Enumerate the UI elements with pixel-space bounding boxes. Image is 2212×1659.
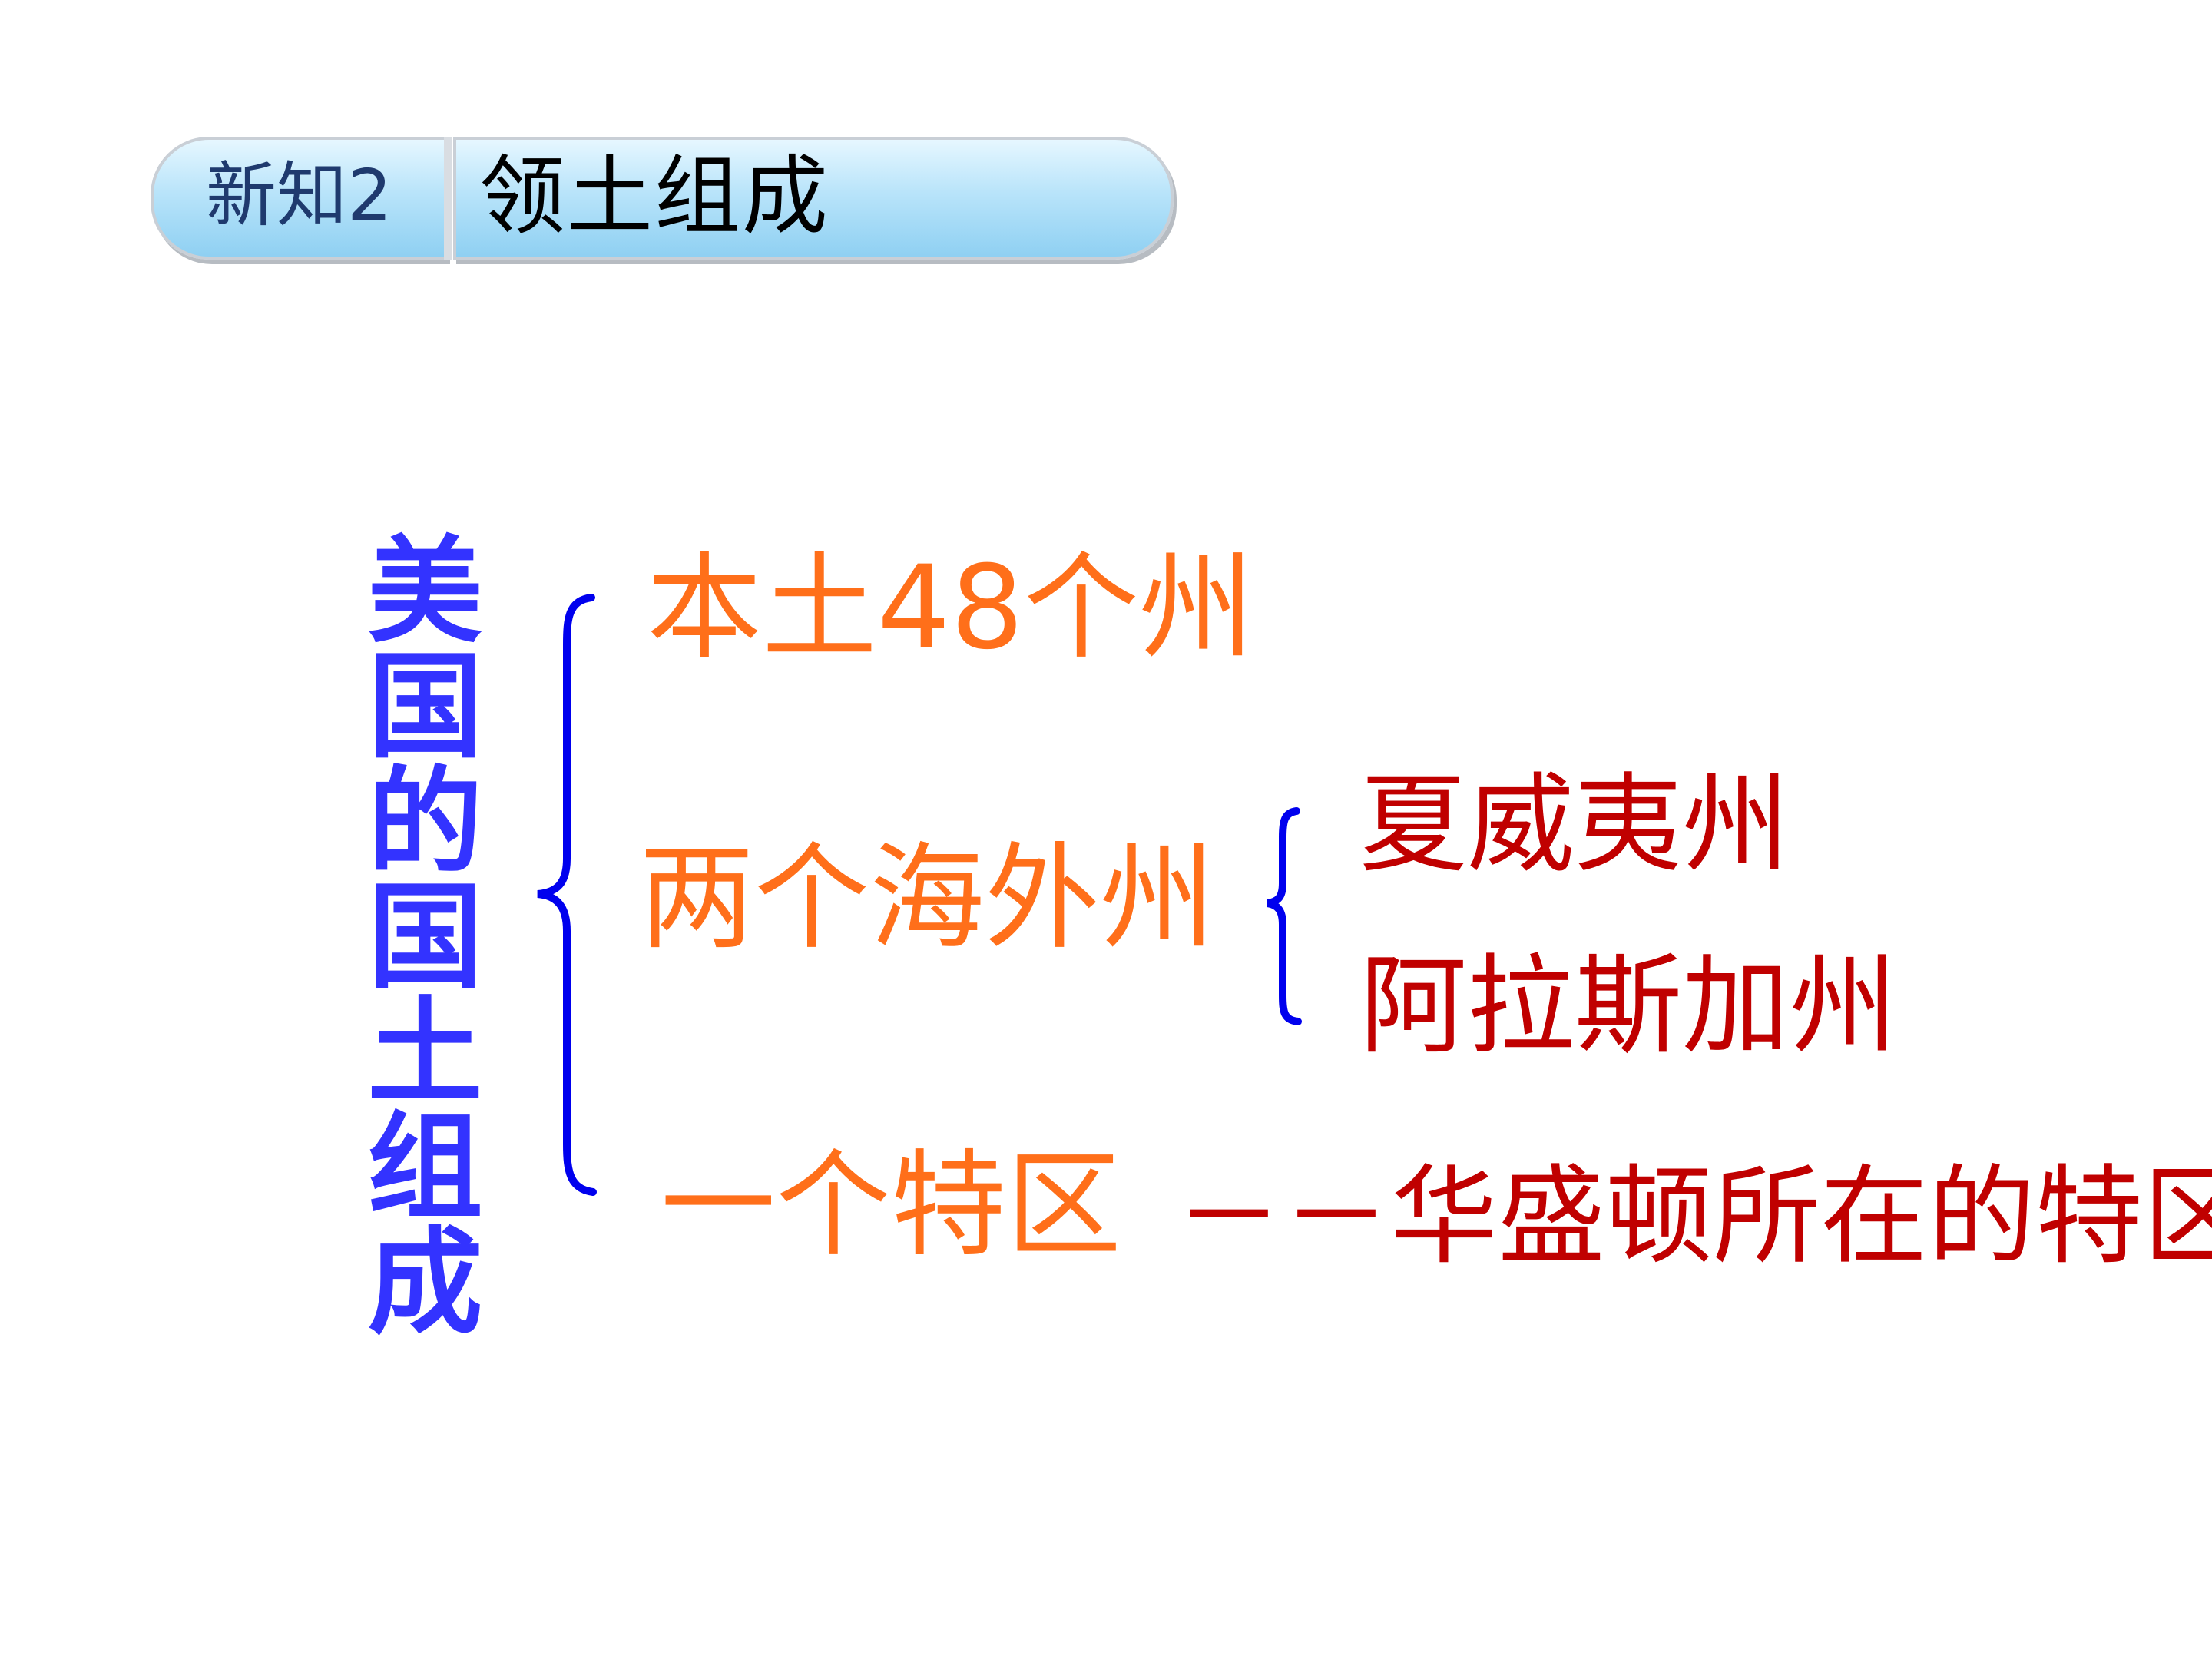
branch-mainland-states: 本土48个州 [647, 541, 1254, 675]
leaf-hawaii: 夏威夷州 [1359, 763, 1790, 888]
header-tag-pill [151, 137, 447, 260]
leaf-alaska: 阿拉斯加州 [1359, 944, 1898, 1069]
overseas-brace [1266, 807, 1302, 1025]
header-divider [444, 137, 452, 260]
section-tag: 新知2 [206, 154, 392, 237]
diagram-root-title: 美国的国土组成 [348, 530, 482, 1336]
district-description: －－华盛顿所在的特区 [1175, 1154, 2212, 1280]
header-title-bar [453, 137, 1174, 260]
branch-overseas-states: 两个海外州 [639, 832, 1216, 965]
branch-special-district: 一个特区 [661, 1139, 1122, 1273]
section-title: 领土组成 [479, 147, 830, 247]
main-brace [537, 594, 597, 1196]
